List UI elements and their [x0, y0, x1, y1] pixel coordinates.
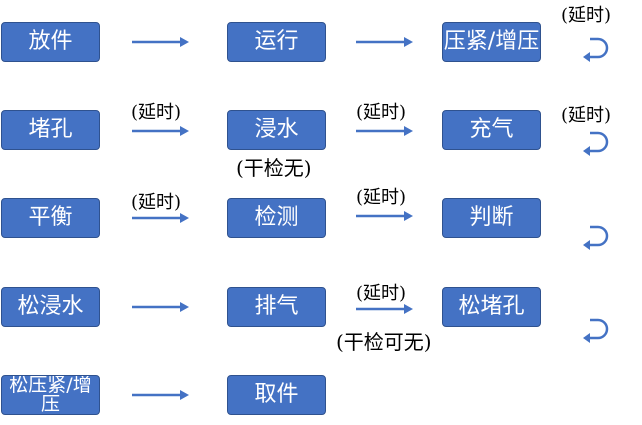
step-place-part: 放件 — [1, 22, 100, 62]
arrow-right-icon — [356, 304, 413, 314]
delay-label: (延时) — [561, 5, 612, 26]
arrow-right-icon — [356, 126, 413, 136]
arrow-right-icon — [132, 390, 189, 400]
step-release-plug: 松堵孔 — [442, 287, 541, 327]
step-label: 判断 — [469, 205, 514, 230]
loop-back-icon — [583, 37, 609, 62]
arrow-right-icon — [356, 37, 413, 47]
dry-test-none-note: (干检无) — [236, 156, 312, 180]
step-plug-hole: 堵孔 — [1, 110, 100, 150]
loop-back-icon — [583, 318, 609, 343]
step-label: 松压紧/增压 — [9, 375, 92, 415]
dry-test-optional-note: (干检可无) — [336, 330, 432, 354]
arrow-right-icon — [132, 302, 189, 312]
delay-label: (延时) — [131, 192, 182, 213]
step-run: 运行 — [227, 22, 326, 62]
step-label: 松浸水 — [17, 294, 84, 319]
step-exhaust: 排气 — [227, 287, 326, 327]
arrow-right-icon — [132, 126, 189, 136]
step-label: 检测 — [254, 205, 299, 230]
step-balance: 平衡 — [1, 198, 100, 238]
step-take-part: 取件 — [227, 375, 326, 415]
step-judge: 判断 — [442, 198, 541, 238]
arrow-right-icon — [132, 37, 189, 47]
delay-label: (延时) — [356, 283, 407, 304]
step-label: 放件 — [28, 29, 73, 54]
step-label: 浸水 — [254, 117, 299, 142]
delay-label: (延时) — [561, 105, 612, 126]
delay-label: (延时) — [356, 102, 407, 123]
step-label: 松堵孔 — [458, 294, 525, 319]
step-label: 压紧/增压 — [443, 29, 540, 54]
step-release-press-boost: 松压紧/增压 — [1, 375, 100, 415]
delay-label: (延时) — [356, 187, 407, 208]
loop-back-icon — [583, 225, 609, 250]
delay-label: (延时) — [131, 102, 182, 123]
step-label: 排气 — [254, 294, 299, 319]
step-inflate: 充气 — [442, 110, 541, 150]
step-detect: 检测 — [227, 198, 326, 238]
step-submerge: 浸水 — [227, 110, 326, 150]
step-label: 堵孔 — [28, 117, 73, 142]
step-label: 充气 — [469, 117, 514, 142]
step-press-boost: 压紧/增压 — [442, 22, 541, 62]
arrow-right-icon — [132, 213, 189, 223]
arrow-right-icon — [356, 211, 413, 221]
step-release-submerge: 松浸水 — [1, 287, 100, 327]
step-label: 平衡 — [28, 205, 73, 230]
step-label: 运行 — [254, 29, 299, 54]
step-label: 取件 — [254, 382, 299, 407]
loop-back-icon — [583, 131, 609, 156]
